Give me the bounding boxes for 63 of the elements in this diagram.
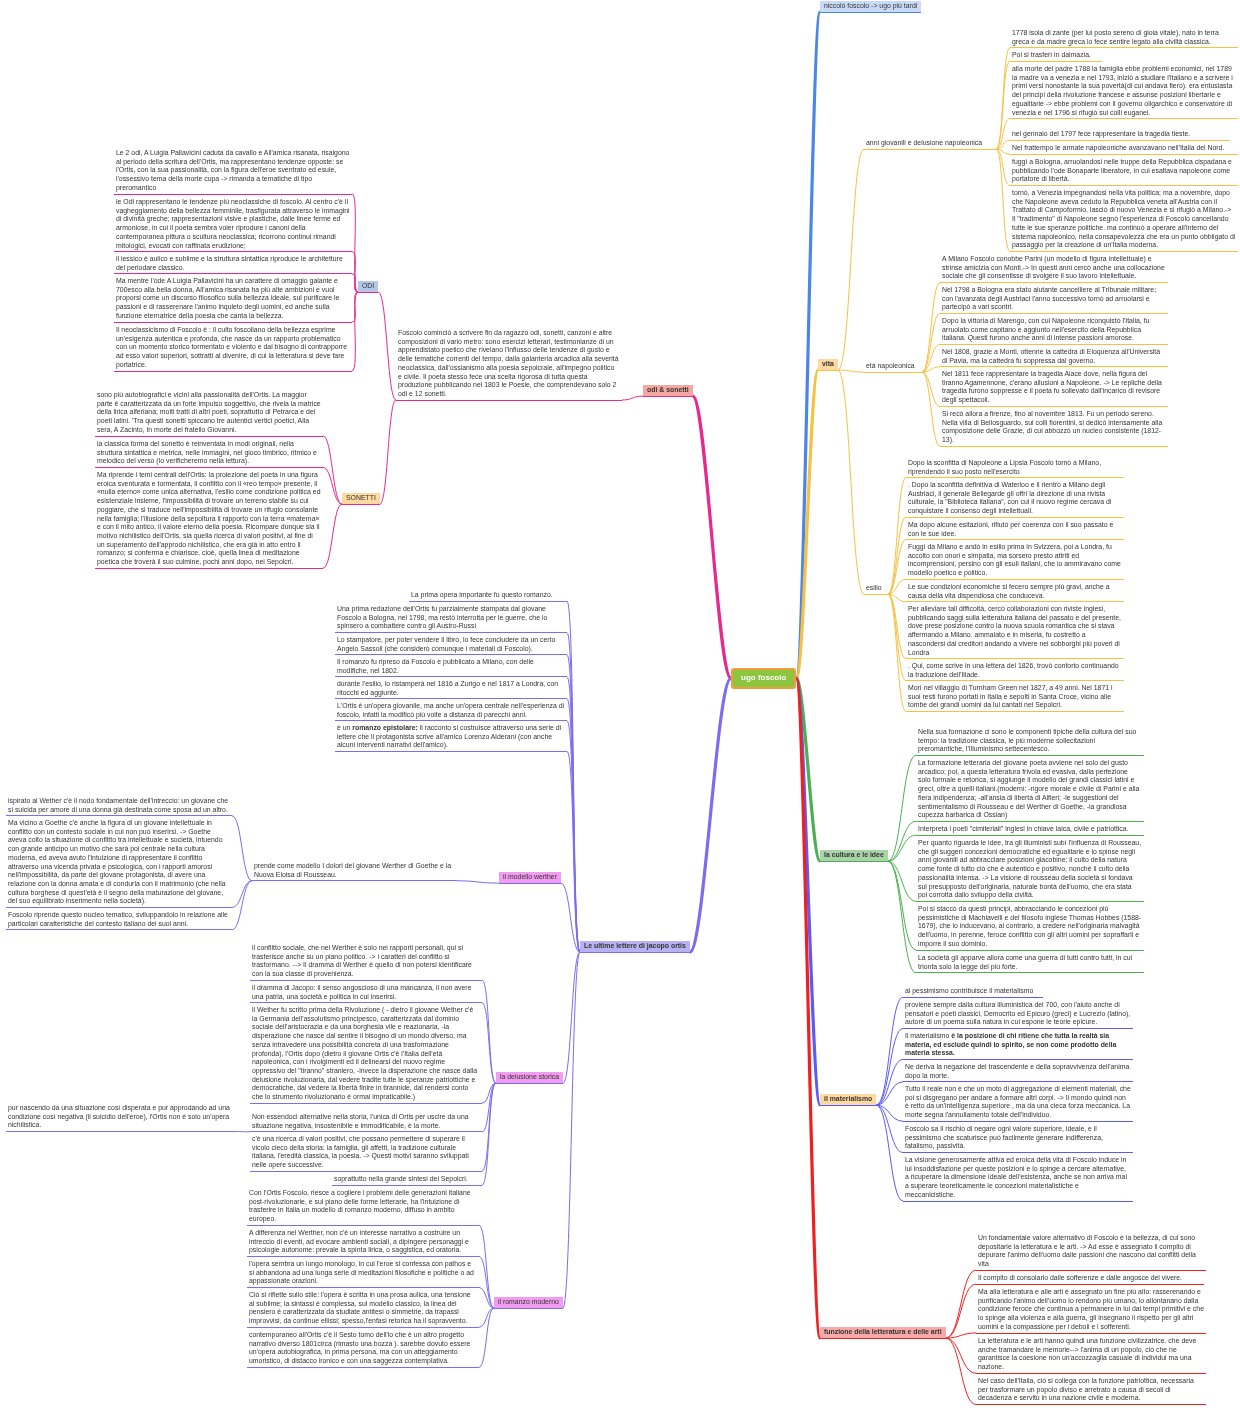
branch-line xyxy=(351,291,359,372)
branch-line xyxy=(478,1224,495,1309)
branch-line xyxy=(351,251,359,293)
branch-line xyxy=(562,951,581,1309)
branch-line xyxy=(478,1256,495,1309)
branch-line xyxy=(377,291,397,401)
branch-line xyxy=(995,139,1011,150)
branch-line xyxy=(351,273,359,293)
branch-line xyxy=(794,678,822,1339)
branch-line xyxy=(995,118,1011,150)
branch-line xyxy=(887,578,907,595)
branch-line xyxy=(231,815,253,882)
branch-line xyxy=(887,593,907,712)
branch-line xyxy=(921,371,941,447)
branch-line xyxy=(481,1082,497,1133)
branch-line xyxy=(456,880,500,884)
branch-line xyxy=(837,369,865,595)
branch-line xyxy=(560,882,581,953)
branch-line xyxy=(887,755,917,862)
branch-line xyxy=(379,399,397,505)
branch-line xyxy=(921,366,941,373)
branch-line xyxy=(351,193,359,293)
branch-line xyxy=(945,1337,977,1405)
branch-line xyxy=(887,516,907,595)
branch-line xyxy=(231,880,253,931)
branch-line xyxy=(875,1104,904,1202)
branch-line xyxy=(481,1082,497,1104)
branch-line xyxy=(621,395,644,401)
branch-line xyxy=(921,313,941,373)
branch-line xyxy=(921,371,941,407)
branch-line xyxy=(351,291,359,323)
branch-line xyxy=(322,503,343,569)
branch-line xyxy=(921,344,941,373)
branch-line xyxy=(691,395,733,680)
branch-line xyxy=(231,880,253,908)
branch-line xyxy=(945,1332,977,1339)
branch-line xyxy=(945,1283,977,1339)
branch-line xyxy=(233,1131,251,1133)
branch-line xyxy=(887,834,917,862)
branch-line xyxy=(995,148,1011,186)
branch-line xyxy=(887,593,907,603)
branch-line xyxy=(875,1028,904,1106)
central-topic: ugo foscolo xyxy=(731,668,797,689)
branch-line xyxy=(481,1002,497,1084)
branch-line xyxy=(322,467,343,505)
branch-line xyxy=(921,282,941,373)
branch-line xyxy=(995,148,1011,155)
branch-line xyxy=(875,1081,904,1106)
branch-line xyxy=(794,369,820,679)
branch-line xyxy=(887,477,907,595)
branch-line xyxy=(478,1307,495,1328)
branch-line xyxy=(887,860,917,902)
branch-line xyxy=(837,148,865,371)
branch-line xyxy=(887,539,907,595)
branch-line xyxy=(562,951,581,1084)
branch-line xyxy=(478,1307,495,1368)
branch-line xyxy=(688,677,733,953)
branch-line xyxy=(887,860,917,974)
branch-line xyxy=(837,369,865,373)
branch-line xyxy=(322,435,343,505)
branch-line xyxy=(887,593,907,660)
branch-line xyxy=(995,148,1011,252)
branch-line xyxy=(478,1287,495,1309)
